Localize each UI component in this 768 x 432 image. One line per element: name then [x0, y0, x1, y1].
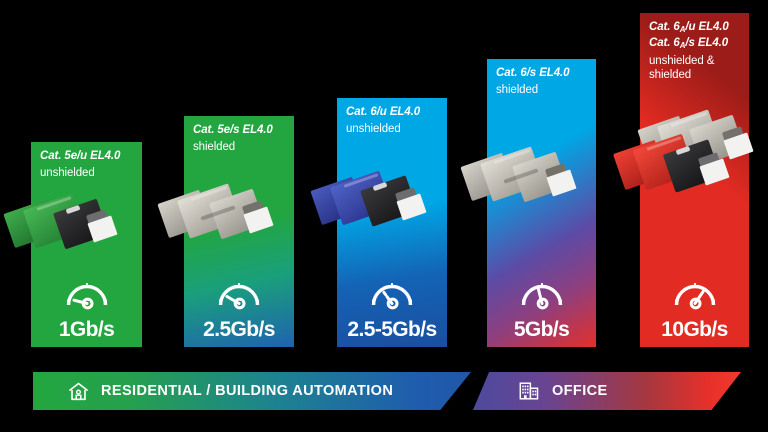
- bar-speed-cat5eu: 1Gb/s: [58, 318, 115, 341]
- bar-speed-cat6u: 2.5-5Gb/s: [347, 318, 437, 341]
- bar-title-cat6a-base: Cat. 6: [649, 21, 680, 33]
- speedometer-high-icon: [672, 277, 718, 315]
- bar-caption-cat5eu: Cat. 5e/u EL4.0 unshielded: [40, 150, 136, 180]
- bar-title-cat5eu: Cat. 5e/u EL4.0: [40, 150, 121, 162]
- speedometer-midhigh-icon: [519, 277, 565, 315]
- keystone-module-blue: [310, 165, 433, 237]
- bar-shield-cat6a-line1: unshielded &: [649, 55, 715, 67]
- keystone-module-silver: [157, 178, 280, 250]
- bar-title-cat6a-subscript: A: [679, 25, 686, 34]
- keystone-module-green: [3, 188, 124, 258]
- keystone-module-silver-2: [460, 141, 583, 213]
- banner-segment-office[interactable]: OFFICE: [473, 372, 741, 410]
- bar-caption-cat6s: Cat. 6/s EL4.0 shielded: [496, 67, 590, 97]
- bar-shield-cat5es: shielded: [193, 140, 236, 153]
- bar-title2-cat6a-base: Cat. 6: [649, 36, 680, 49]
- bar-shield-cat6s: shielded: [496, 83, 539, 96]
- banner-segment-residential[interactable]: RESIDENTIAL / BUILDING AUTOMATION: [33, 372, 471, 410]
- bar-shield-cat6a-line2: shielded: [649, 69, 692, 81]
- bar-title-cat6u: Cat. 6/u EL4.0: [346, 106, 421, 118]
- bar-cat5eu: Cat. 5e/u EL4.0 unshielded 1Gb/s: [31, 142, 142, 347]
- bar-title-cat6s: Cat. 6/s EL4.0: [496, 67, 570, 79]
- house-icon: [68, 381, 89, 402]
- bar-speed-cat6s: 5Gb/s: [513, 318, 570, 341]
- bar-shield-cat5eu: unshielded: [40, 166, 95, 179]
- bar-speed-cat6a: 10Gb/s: [661, 318, 728, 341]
- banner-label-office: OFFICE: [552, 383, 608, 399]
- bar-speed-cat5es: 2.5Gb/s: [203, 318, 275, 341]
- bar-cat6s: Cat. 6/s EL4.0 shielded 5Gb/s: [487, 59, 596, 347]
- bar-title2-cat6a-subscript: A: [679, 40, 686, 50]
- speedometer-lowmid-icon: [216, 277, 262, 315]
- office-building-icon: [518, 380, 540, 402]
- bar-caption-cat5es: Cat. 5e/s EL4.0 shielded: [193, 124, 288, 154]
- bar-title-cat6a-line1: Cat. 6A/u EL4.0: [649, 21, 743, 37]
- bar-title-cat5es: Cat. 5e/s EL4.0: [193, 124, 273, 136]
- banner-label-residential: RESIDENTIAL / BUILDING AUTOMATION: [101, 383, 394, 399]
- application-banner: RESIDENTIAL / BUILDING AUTOMATION: [0, 372, 768, 410]
- speedometer-mid-icon: [369, 277, 415, 315]
- keystone-module-red: [613, 128, 738, 204]
- bar-title2-cat6a-tail: /s EL4.0: [685, 36, 729, 49]
- bar-caption-cat6a: Cat. 6A/u EL4.0 Cat. 6A/s EL4.0 unshield…: [649, 21, 743, 82]
- bar-title-cat6a-line2: Cat. 6A/s EL4.0: [649, 37, 743, 53]
- bar-shield-cat6u: unshielded: [346, 122, 401, 135]
- bar-title-cat6a-tail: /u EL4.0: [685, 21, 729, 33]
- bar-caption-cat6u: Cat. 6/u EL4.0 unshielded: [346, 106, 441, 136]
- speedometer-low-icon: [64, 277, 110, 315]
- bar-cat6u: Cat. 6/u EL4.0 unshielded 2.5-5Gb/s: [337, 98, 447, 347]
